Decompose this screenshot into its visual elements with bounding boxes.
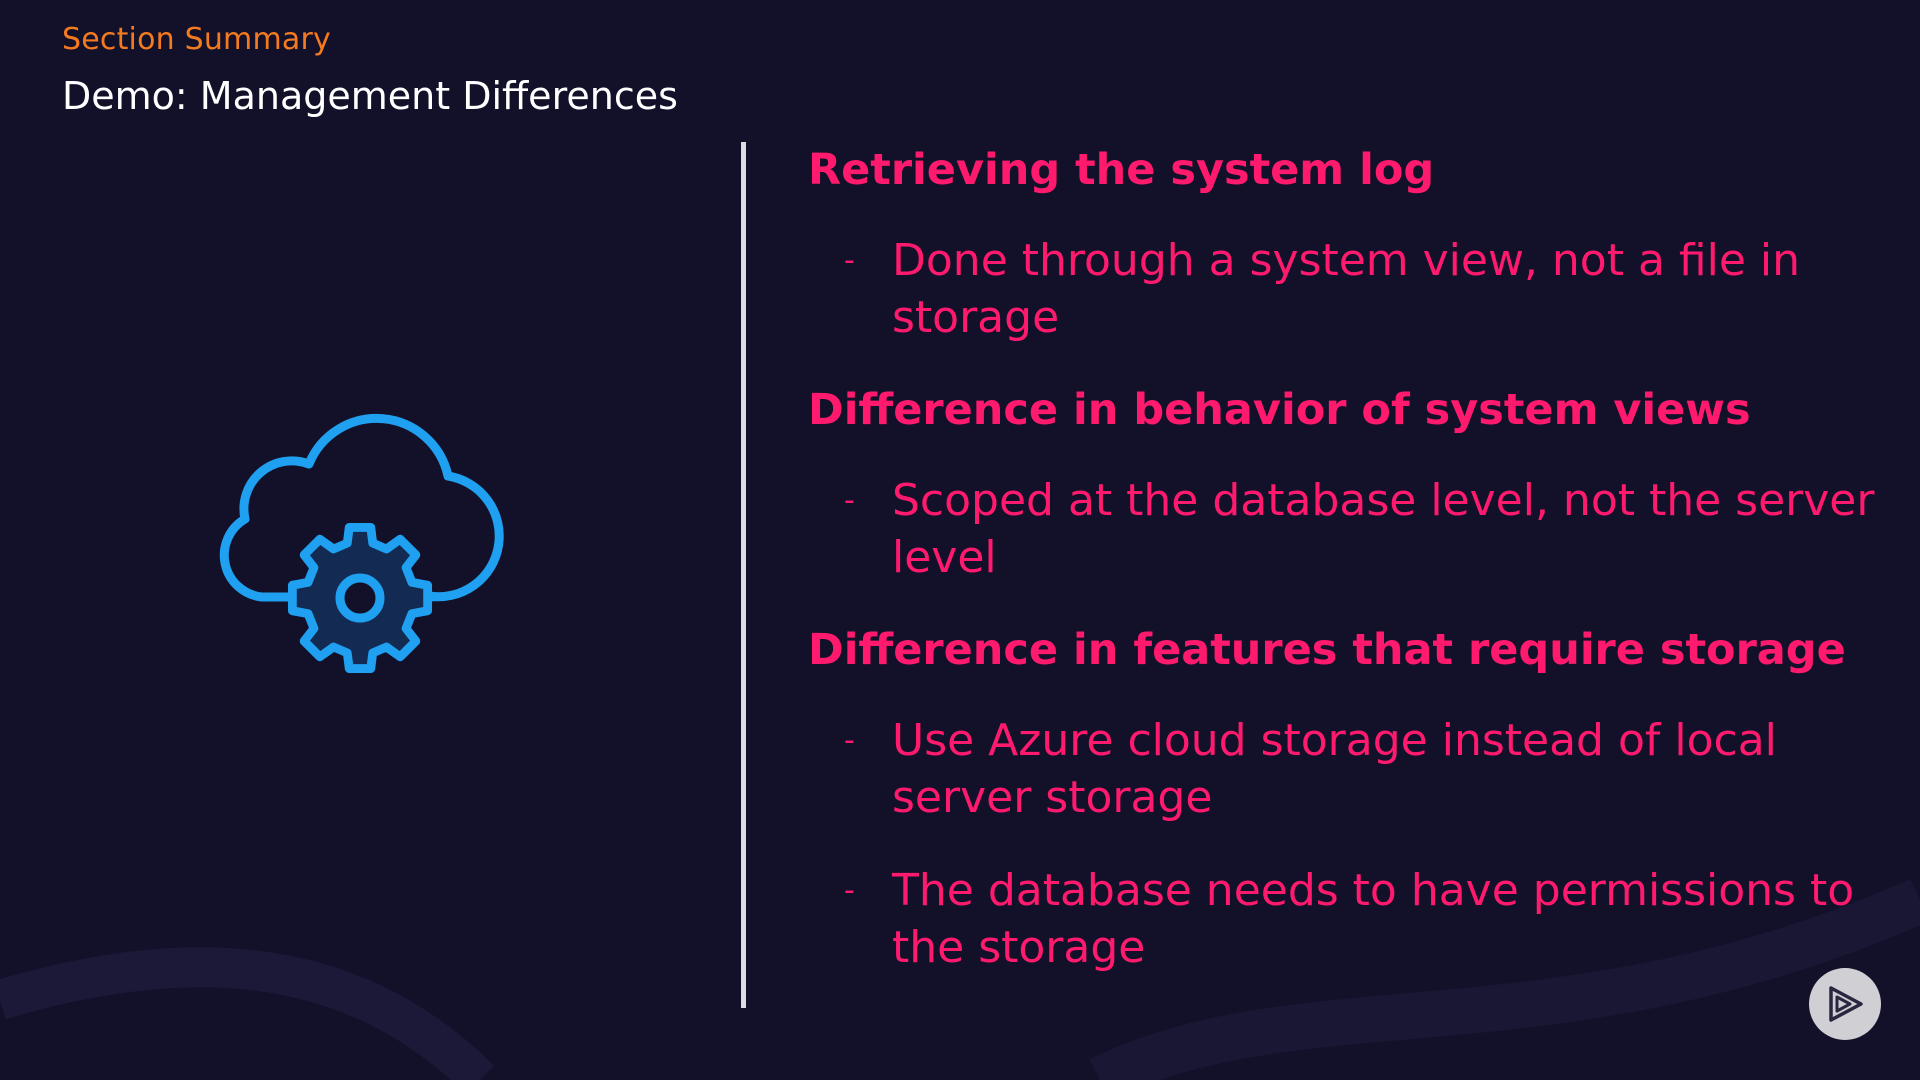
cloud-gear-icon [210, 402, 510, 682]
bullet-item: - The database needs to have permissions… [808, 862, 1878, 976]
section-label: Section Summary [62, 22, 331, 57]
bullet-item: - Use Azure cloud storage instead of loc… [808, 712, 1878, 826]
pluralsight-play-icon[interactable] [1809, 968, 1881, 1040]
bullet-text: The database needs to have permissions t… [892, 865, 1855, 973]
vertical-divider [741, 142, 746, 1008]
bullet-dash: - [844, 873, 855, 908]
heading-system-views: Difference in behavior of system views [808, 385, 1751, 435]
heading-system-log: Retrieving the system log [808, 145, 1435, 195]
bullet-item: - Done through a system view, not a file… [808, 232, 1878, 346]
bullet-text: Scoped at the database level, not the se… [892, 475, 1875, 583]
bullet-dash: - [844, 483, 855, 518]
bullet-dash: - [844, 723, 855, 758]
bullet-item: - Scoped at the database level, not the … [808, 472, 1878, 586]
bullet-dash: - [844, 243, 855, 278]
heading-storage-features: Difference in features that require stor… [808, 625, 1846, 675]
slide-title: Demo: Management Differences [62, 74, 678, 118]
bullet-text: Use Azure cloud storage instead of local… [892, 715, 1777, 823]
bullet-text: Done through a system view, not a file i… [892, 235, 1801, 343]
summary-content: Retrieving the system log - Done through… [808, 142, 1878, 1012]
